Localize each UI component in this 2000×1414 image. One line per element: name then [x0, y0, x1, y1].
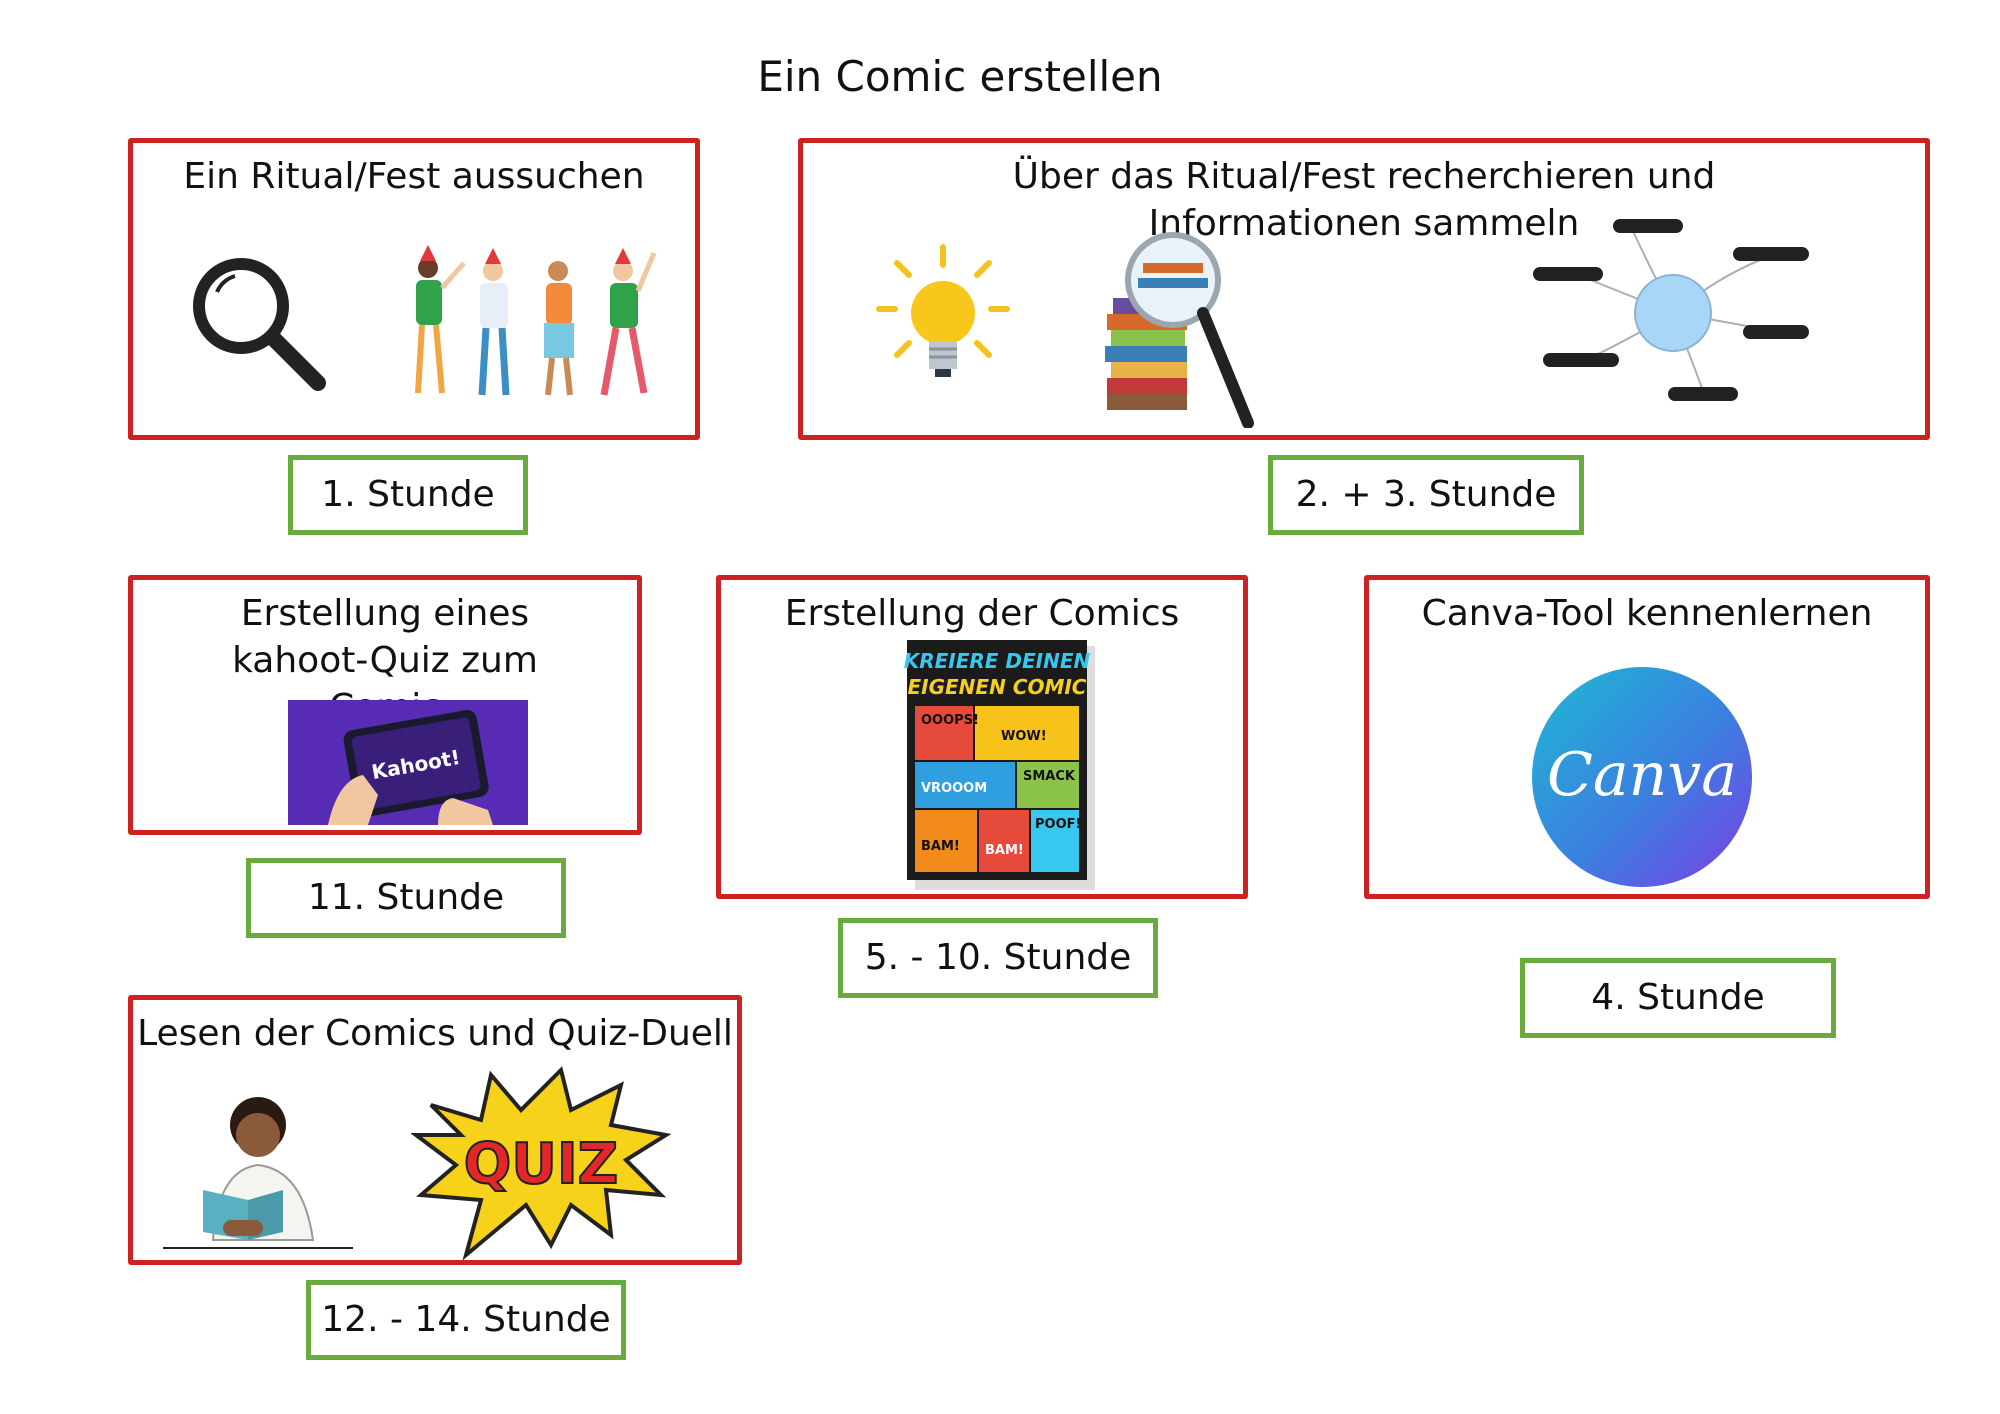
step-title: Lesen der Comics und Quiz-Duell	[137, 1013, 733, 1054]
reading-person-icon	[163, 1090, 353, 1250]
canva-logo-text: Canva	[1547, 740, 1737, 810]
svg-text:BAM!: BAM!	[985, 843, 1024, 858]
lesson-badge: 11. Stunde	[246, 858, 566, 938]
step-card-canva: Canva-Tool kennenlernen Canva	[1364, 575, 1930, 899]
step-card-comic-creation: Erstellung der Comics KREIERE DEINEN EIG…	[716, 575, 1248, 899]
step-card-reading-quiz: Lesen der Comics und Quiz-Duell QUIZ	[128, 995, 742, 1265]
step-title: Canva-Tool kennenlernen	[1421, 593, 1873, 634]
step-card-research: Über das Ritual/Fest recherchieren und I…	[798, 138, 1930, 440]
quiz-burst-icon: QUIZ	[411, 1065, 671, 1260]
books-magnifier-icon	[1103, 228, 1263, 428]
lesson-badge: 12. - 14. Stunde	[306, 1280, 626, 1360]
party-people-icon	[398, 243, 658, 413]
lightbulb-icon	[873, 243, 1013, 393]
comic-book-cover-icon: KREIERE DEINEN EIGENEN COMIC OOOPS! WOW!…	[903, 640, 1103, 890]
step-title: Ein Ritual/Fest aussuchen	[183, 156, 645, 197]
svg-text:QUIZ: QUIZ	[464, 1132, 619, 1197]
svg-text:KREIERE DEINEN: KREIERE DEINEN	[904, 649, 1091, 673]
svg-text:WOW!: WOW!	[1001, 729, 1047, 744]
svg-text:SMACK: SMACK	[1023, 769, 1076, 784]
lesson-badge: 5. - 10. Stunde	[838, 918, 1158, 998]
svg-text:BAM!: BAM!	[921, 839, 960, 854]
lesson-badge: 4. Stunde	[1520, 958, 1836, 1038]
step-card-ritual-choose: Ein Ritual/Fest aussuchen	[128, 138, 700, 440]
svg-text:EIGENEN COMIC: EIGENEN COMIC	[908, 675, 1087, 699]
step-card-kahoot: Erstellung eines kahoot-Quiz zum Comic K…	[128, 575, 642, 835]
step-title: Erstellung der Comics	[784, 593, 1180, 634]
magnifier-icon	[183, 248, 333, 398]
lesson-badge: 2. + 3. Stunde	[1268, 455, 1584, 535]
page-title: Ein Comic erstellen	[757, 52, 1163, 101]
svg-text:VROOOM: VROOOM	[921, 781, 987, 796]
svg-text:OOOPS!: OOOPS!	[921, 713, 979, 728]
mindmap-icon	[1533, 213, 1813, 423]
svg-text:POOF!: POOF!	[1035, 817, 1081, 832]
tablet-kahoot-icon: Kahoot!	[288, 700, 528, 825]
step-title: Über das Ritual/Fest recherchieren und I…	[1012, 156, 1716, 244]
lesson-badge: 1. Stunde	[288, 455, 528, 535]
canva-logo-icon: Canva	[1530, 665, 1754, 889]
